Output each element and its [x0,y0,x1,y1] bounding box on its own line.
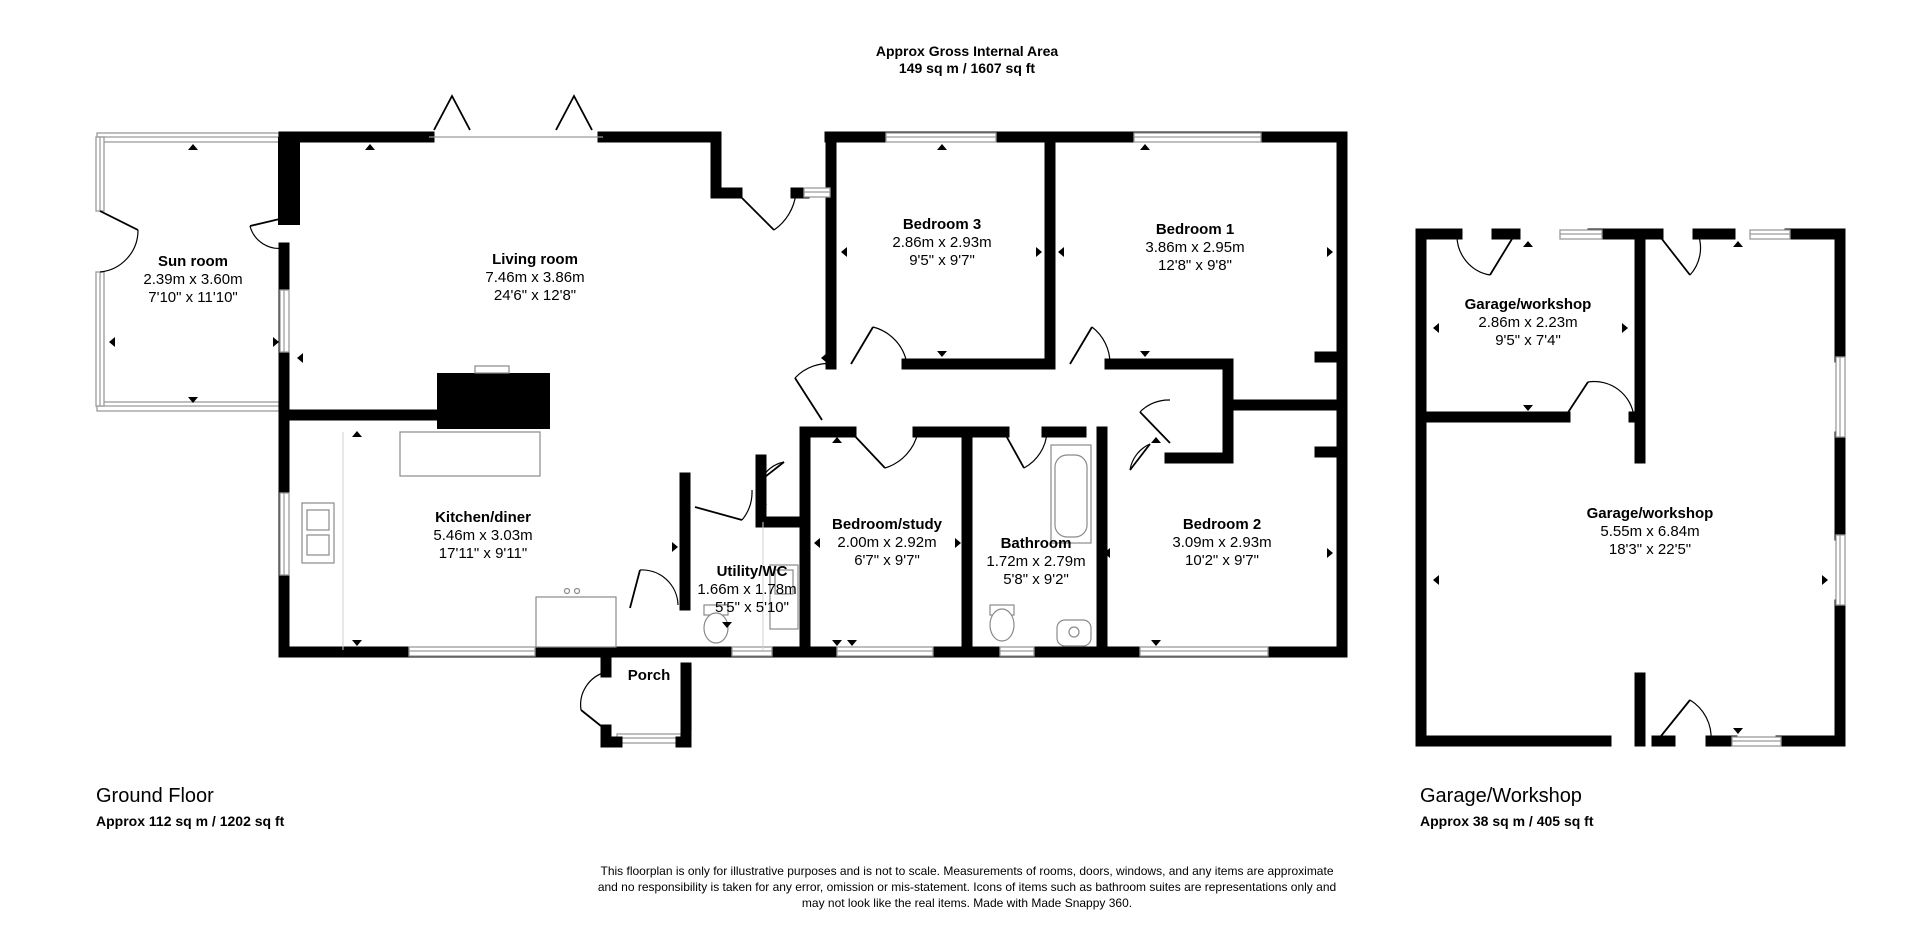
disclaimer-line-2: and no responsibility is taken for any e… [598,880,1336,894]
room-label-bedroom-3: Bedroom 3 2.86m x 2.93m 9'5" x 9'7" [892,216,991,269]
svg-text:12'8" x 9'8": 12'8" x 9'8" [1158,257,1232,274]
garage-caption: Garage/Workshop [1420,785,1582,807]
svg-text:Bedroom 3: Bedroom 3 [903,216,981,233]
kitchen-island [437,373,550,429]
ground-floor-area: Approx 112 sq m / 1202 sq ft [96,813,285,829]
svg-text:Porch: Porch [628,667,671,684]
svg-text:7'10" x 11'10": 7'10" x 11'10" [148,289,238,306]
svg-text:Sun room: Sun room [158,253,228,270]
svg-text:5.55m x 6.84m: 5.55m x 6.84m [1600,523,1699,540]
svg-text:9'5" x 9'7": 9'5" x 9'7" [909,252,975,269]
measurement-markers [109,144,1333,646]
internal-doors [580,192,1171,731]
porch-walls [600,646,692,748]
svg-text:Utility/WC: Utility/WC [717,563,788,580]
svg-text:2.39m x 3.60m: 2.39m x 3.60m [143,271,242,288]
svg-text:Garage/workshop: Garage/workshop [1587,505,1714,522]
room-label-bathroom: Bathroom 1.72m x 2.79m 5'8" x 9'2" [986,535,1085,588]
svg-text:5.46m x 3.03m: 5.46m x 3.03m [433,527,532,544]
bathroom-fixtures [703,444,1092,650]
room-label-garage-workshop-large: Garage/workshop 5.55m x 6.84m 18'3" x 22… [1587,505,1714,558]
room-label-garage-workshop-small: Garage/workshop 2.86m x 2.23m 9'5" x 7'4… [1465,296,1592,349]
wall-stub-left [278,137,300,225]
gross-area-title: Approx Gross Internal Area [876,43,1059,59]
gross-area-value: 149 sq m / 1607 sq ft [899,60,1036,76]
room-label-utility-wc: Utility/WC 1.66m x 1.78m 5'5" x 5'10" [697,563,796,616]
ground-floor-caption: Ground Floor [96,785,214,807]
room-label-living-room: Living room 7.46m x 3.86m 24'6" x 12'8" [485,251,584,304]
svg-text:24'6" x 12'8": 24'6" x 12'8" [494,287,576,304]
svg-text:3.86m x 2.95m: 3.86m x 2.95m [1145,239,1244,256]
garage-plan: Garage/workshop 2.86m x 2.23m 9'5" x 7'4… [1415,228,1846,747]
svg-text:Bathroom: Bathroom [1001,535,1072,552]
svg-text:Living room: Living room [492,251,578,268]
svg-text:Bedroom/study: Bedroom/study [832,516,943,533]
svg-text:6'7" x 9'7": 6'7" x 9'7" [854,552,920,569]
svg-text:17'11" x 9'11": 17'11" x 9'11" [439,545,527,562]
svg-text:5'5" x 5'10": 5'5" x 5'10" [715,599,789,616]
room-label-bedroom-1: Bedroom 1 3.86m x 2.95m 12'8" x 9'8" [1145,221,1244,274]
kitchen-fixtures [301,431,617,650]
garage-area: Approx 38 sq m / 405 sq ft [1420,813,1594,829]
svg-text:3.09m x 2.93m: 3.09m x 2.93m [1172,534,1271,551]
disclaimer-line-3: may not look like the real items. Made w… [802,896,1132,910]
svg-text:2.86m x 2.23m: 2.86m x 2.23m [1478,314,1577,331]
svg-text:10'2" x 9'7": 10'2" x 9'7" [1185,552,1259,569]
room-label-sun-room: Sun room 2.39m x 3.60m 7'10" x 11'10" [143,253,242,306]
svg-text:Garage/workshop: Garage/workshop [1465,296,1592,313]
sun-room-door [99,210,139,231]
garage-doors [1456,233,1712,742]
living-room-french-doors [429,94,603,138]
svg-text:18'3" x 22'5": 18'3" x 22'5" [1609,541,1691,558]
ground-floor-plan: Sun room 2.39m x 3.60m 7'10" x 11'10" Li… [95,94,1348,748]
svg-text:Bedroom 1: Bedroom 1 [1156,221,1234,238]
svg-text:5'8" x 9'2": 5'8" x 9'2" [1003,571,1069,588]
garage-markers [1433,241,1828,734]
svg-text:2.00m x 2.92m: 2.00m x 2.92m [837,534,936,551]
svg-text:Kitchen/diner: Kitchen/diner [435,509,531,526]
svg-text:2.86m x 2.93m: 2.86m x 2.93m [892,234,991,251]
disclaimer-line-1: This floorplan is only for illustrative … [600,864,1333,878]
svg-text:7.46m x 3.86m: 7.46m x 3.86m [485,269,584,286]
garage-walls [1415,228,1846,747]
svg-text:1.72m x 2.79m: 1.72m x 2.79m [986,553,1085,570]
room-label-kitchen-diner: Kitchen/diner 5.46m x 3.03m 17'11" x 9'1… [433,509,532,562]
room-label-bedroom-2: Bedroom 2 3.09m x 2.93m 10'2" x 9'7" [1172,516,1271,569]
ground-floor-windows [279,132,1269,744]
svg-text:1.66m x 1.78m: 1.66m x 1.78m [697,581,796,598]
room-label-porch: Porch [628,667,671,684]
room-label-bedroom-study: Bedroom/study 2.00m x 2.92m 6'7" x 9'7" [832,516,943,569]
svg-text:9'5" x 7'4": 9'5" x 7'4" [1495,332,1561,349]
svg-text:Bedroom 2: Bedroom 2 [1183,516,1261,533]
